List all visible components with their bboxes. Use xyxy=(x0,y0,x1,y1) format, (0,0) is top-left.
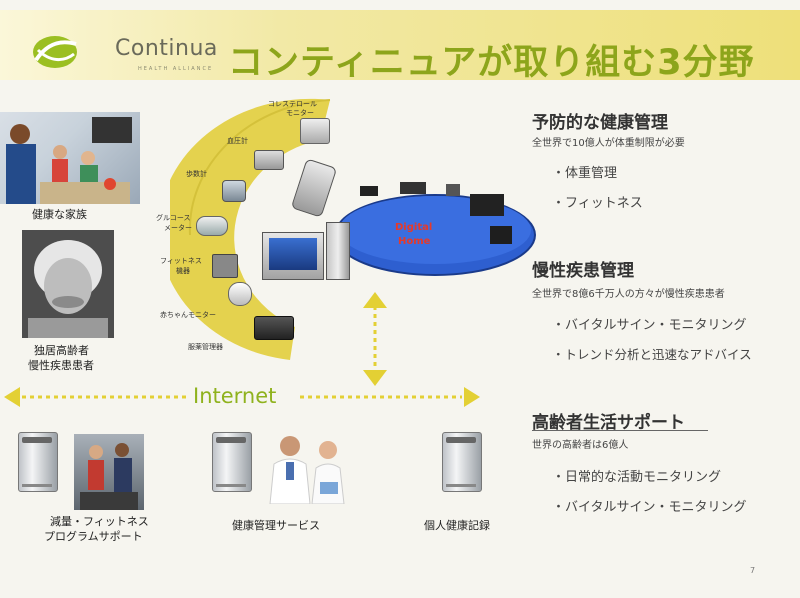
section-3-item-1: ・日常的な活動モニタリング xyxy=(552,470,722,485)
brand-subtitle: HEALTH ALLIANCE xyxy=(138,66,214,72)
section-1-subtitle: 全世界で10億人が体重制限が必要 xyxy=(532,138,685,149)
personal-record-server-icon xyxy=(442,432,482,492)
section-3-title: 高齢者生活サポート xyxy=(532,413,685,433)
family-label: 健康な家族 xyxy=(32,208,87,221)
section-1-item-1: ・体重管理 xyxy=(552,166,618,181)
digital-home-line2: Home xyxy=(398,236,431,247)
blood-pressure-monitor-icon xyxy=(254,150,284,170)
health-service-server-icon xyxy=(212,432,252,492)
desktop-pc-icon xyxy=(262,232,324,280)
continua-logo-icon xyxy=(33,36,77,68)
section-2-item-1: ・バイタルサイン・モニタリング xyxy=(552,318,747,333)
fitness-program-photo xyxy=(74,434,144,510)
internet-label: Internet xyxy=(193,384,277,408)
baby-monitor-label: 赤ちゃんモニター xyxy=(160,311,216,319)
doctors-photo xyxy=(262,432,354,504)
family-photo xyxy=(0,112,140,204)
elderly-label-2: 慢性疾患患者 xyxy=(28,359,94,372)
fitness-label-1: フィットネス xyxy=(160,257,202,265)
section-1-title: 予防的な健康管理 xyxy=(532,113,668,133)
elderly-label-1: 独居高齢者 xyxy=(34,344,89,357)
section-1-item-2: ・フィットネス xyxy=(552,196,643,211)
vertical-dashed-arrow xyxy=(363,292,387,386)
section-3-item-2: ・バイタルサイン・モニタリング xyxy=(552,500,747,515)
cholesterol-label-2: モニター xyxy=(286,109,314,117)
internet-dashed-arrow xyxy=(4,387,480,407)
pedometer-icon xyxy=(222,180,246,202)
blood-pressure-label: 血圧計 xyxy=(227,137,248,145)
section-3-subtitle: 世界の高齢者は6億人 xyxy=(532,440,629,451)
page-number: 7 xyxy=(750,566,756,575)
medication-manager-icon xyxy=(254,316,294,340)
pc-tower-icon xyxy=(326,222,350,280)
section-2-subtitle: 全世界で8億6千万人の方々が慢性疾患患者 xyxy=(532,289,725,300)
section-2-item-2: ・トレンド分析と迅速なアドバイス xyxy=(552,347,752,362)
fitness-server-icon xyxy=(18,432,58,492)
fitness-label-2: 機器 xyxy=(176,267,190,275)
medication-label: 服薬管理器 xyxy=(188,343,223,351)
personal-record-label: 個人健康記録 xyxy=(424,519,490,532)
slide-title: コンティニュアが取り組む3分野 xyxy=(228,43,755,83)
header-band: Continua HEALTH ALLIANCE コンティニュアが取り組む3分野 xyxy=(0,10,800,83)
glucose-label-2: メーター xyxy=(164,224,192,232)
health-service-label: 健康管理サービス xyxy=(232,519,320,532)
glucose-label-1: グルコース xyxy=(156,214,191,222)
section-3-underline xyxy=(532,430,708,431)
brand-name: Continua xyxy=(115,36,218,61)
pedometer-label: 歩数計 xyxy=(186,170,207,178)
cholesterol-monitor-icon xyxy=(300,118,330,144)
section-2-title: 慢性疾患管理 xyxy=(532,261,634,281)
baby-monitor-icon xyxy=(228,282,252,306)
fitness-service-label-1: 減量・フィットネス xyxy=(50,515,149,528)
elderly-photo xyxy=(22,230,114,338)
digital-home-platform xyxy=(334,182,536,276)
fitness-equipment-icon xyxy=(212,254,238,278)
glucose-meter-icon xyxy=(196,216,228,236)
cholesterol-label-1: コレステロール xyxy=(268,100,317,108)
fitness-service-label-2: プログラムサポート xyxy=(44,530,143,543)
digital-home-line1: Digital xyxy=(395,222,433,233)
device-arc xyxy=(170,98,331,360)
